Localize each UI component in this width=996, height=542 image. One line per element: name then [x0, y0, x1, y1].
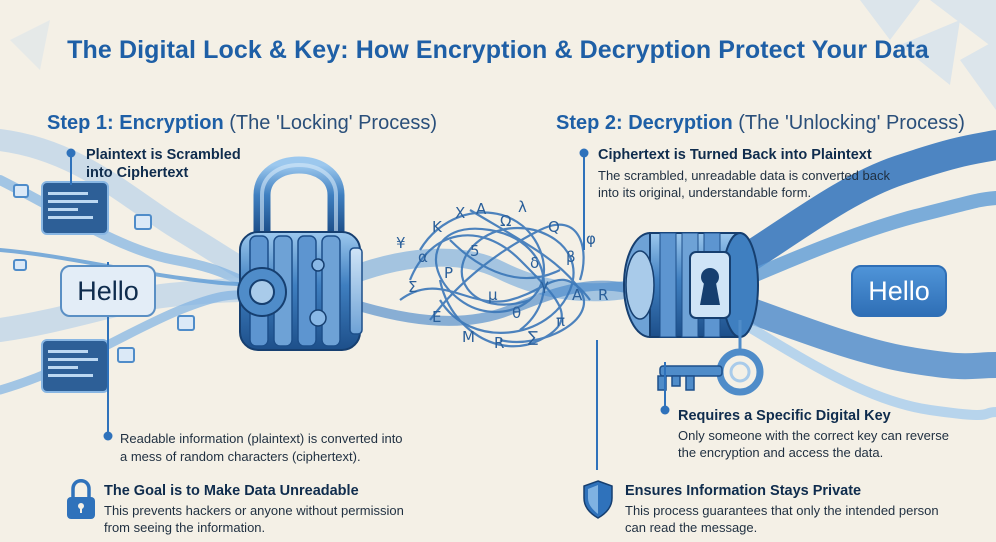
cipher-glyph: ¥ [396, 234, 406, 252]
cipher-glyph: β [566, 248, 576, 266]
cipher-glyph: 5 [470, 242, 480, 260]
goal-line2: from seeing the information. [104, 520, 266, 535]
cipher-glyph: α [418, 248, 428, 266]
step1-point2-line1: Readable information (plaintext) is conv… [120, 431, 403, 446]
cipher-glyph: R [494, 334, 504, 352]
code-window-top [41, 181, 109, 235]
cipher-glyph: R [598, 286, 608, 304]
cipher-glyph: Σ [408, 278, 417, 296]
plaintext-bubble-left: Hello [60, 265, 156, 317]
step1-point2-line2: a mess of random characters (ciphertext)… [120, 449, 361, 464]
plaintext-bubble-right: Hello [851, 265, 947, 317]
cipher-glyph: Ω [500, 212, 511, 230]
cipher-glyph: μ [488, 286, 498, 304]
cipher-glyph: δ [530, 254, 539, 272]
cipher-glyph: λ [518, 198, 527, 216]
step1-point1-heading-line2: into Ciphertext [86, 165, 189, 181]
step2-heading-bold: Step 2: Decryption [556, 112, 733, 134]
background-triangles [10, 0, 996, 110]
cipher-glyph: P [444, 264, 453, 282]
step2-point1-line1: The scrambled, unreadable data is conver… [598, 168, 890, 183]
private-heading: Ensures Information Stays Private [625, 483, 862, 499]
step2-heading: Step 2: Decryption (The 'Unlocking' Proc… [556, 112, 965, 135]
cipher-glyph: φ [586, 230, 596, 248]
goal-line1: This prevents hackers or anyone without … [104, 503, 404, 518]
right-data-streams [705, 130, 996, 421]
cipher-glyph: ∑ [528, 328, 538, 346]
private-line2: can read the message. [625, 520, 758, 535]
code-window-bottom [41, 339, 109, 393]
cipher-glyph: A [476, 200, 487, 218]
key-heading: Requires a Specific Digital Key [678, 408, 891, 424]
cipher-glyph: X [455, 204, 465, 222]
page-title: The Digital Lock & Key: How Encryption &… [67, 36, 929, 64]
cipher-glyph: π [556, 312, 565, 330]
digital-key-icon [657, 320, 764, 396]
cipher-glyph: A [572, 286, 583, 304]
ciphertext-knot [399, 209, 591, 348]
step2-point1-line2: into its original, understandable form. [598, 185, 812, 200]
step1-heading-rest: (The 'Locking' Process) [229, 112, 437, 134]
step1-point1-heading-line1: Plaintext is Scrambled [86, 147, 241, 163]
shield-icon [583, 480, 613, 519]
cipher-glyph: K [432, 218, 443, 236]
step1-heading-bold: Step 1: Encryption [47, 112, 224, 134]
private-line1: This process guarantees that only the in… [625, 503, 939, 518]
cipher-glyph: E [432, 308, 441, 326]
step2-point1-heading: Ciphertext is Turned Back into Plaintext [598, 147, 872, 163]
decryption-lock [623, 232, 759, 338]
step2-heading-rest: (The 'Unlocking' Process) [738, 112, 965, 134]
step1-heading: Step 1: Encryption (The 'Locking' Proces… [47, 112, 437, 135]
key-line1: Only someone with the correct key can re… [678, 428, 949, 443]
cipher-glyph: Q [548, 218, 560, 236]
goal-heading: The Goal is to Make Data Unreadable [104, 483, 359, 499]
key-line2: the encryption and access the data. [678, 445, 884, 460]
cipher-glyph: γ [540, 276, 549, 294]
data-nodes [13, 184, 195, 363]
pointer-dots [66, 148, 670, 441]
cipher-glyph: θ [512, 304, 521, 322]
padlock-icon [67, 479, 95, 519]
cipher-glyph: M [462, 328, 475, 346]
encryption-padlock [237, 156, 363, 351]
